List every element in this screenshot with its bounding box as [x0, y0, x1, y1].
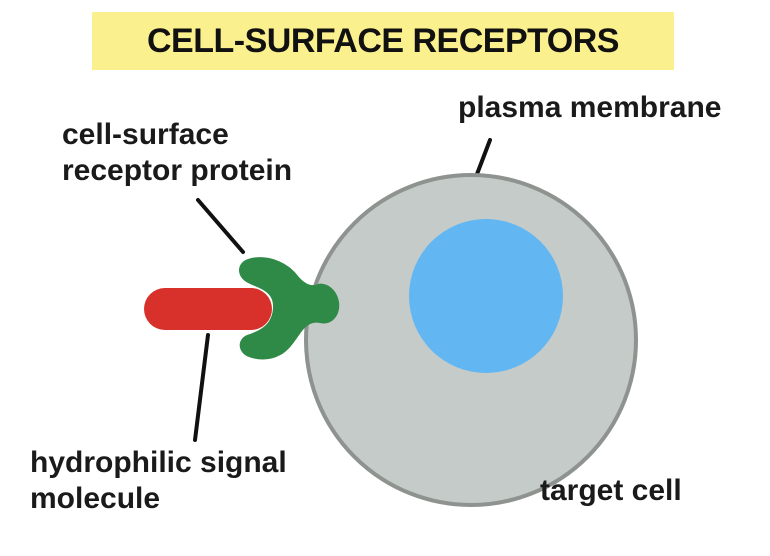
nucleus [409, 219, 563, 373]
plasma-membrane-label: plasma membrane [458, 91, 722, 124]
hydrophilic-signal-molecule [144, 288, 272, 330]
signal-label-line-1: hydrophilic signal [30, 446, 287, 479]
signal-molecule-leader-line [193, 333, 210, 442]
signal-molecule-label: hydrophilic signal molecule [30, 445, 287, 517]
diagram-title: CELL-SURFACE RECEPTORS [147, 21, 619, 60]
receptor-label-line-2: receptor protein [62, 154, 293, 187]
signal-label-line-2: molecule [30, 482, 161, 515]
receptor-leader-line [196, 198, 245, 254]
receptor-protein [239, 257, 340, 360]
receptor-protein-label: cell-surface receptor protein [62, 117, 292, 189]
title-banner: CELL-SURFACE RECEPTORS [92, 12, 674, 70]
target-cell-label: target cell [540, 474, 682, 507]
receptor-label-line-1: cell-surface [62, 118, 229, 151]
